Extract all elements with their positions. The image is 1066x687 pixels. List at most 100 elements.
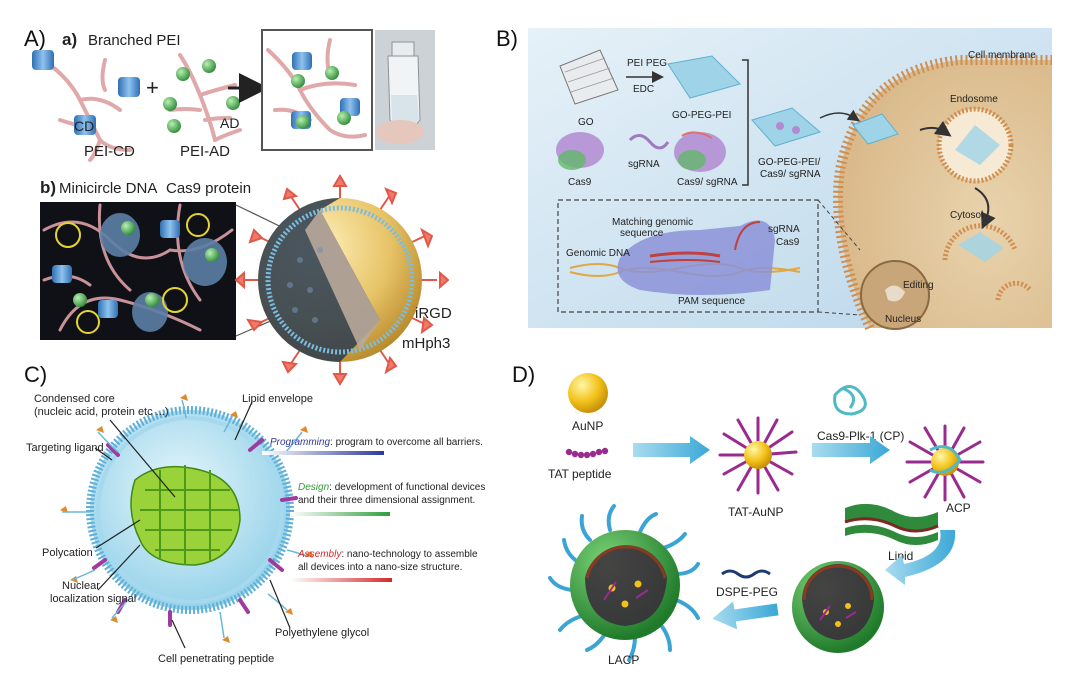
lacp-particle (548, 504, 700, 662)
label-cas9-protein: Cas9 protein (166, 180, 251, 197)
acp-particle (905, 424, 985, 502)
label-acp: ACP (946, 501, 971, 515)
panel-a: A) a) Branched PEI CD PEI-CD + (24, 26, 452, 386)
label-go-peg-pei: GO-PEG-PEI (672, 110, 731, 121)
label-pei-peg: PEI PEG (627, 58, 667, 69)
label-pam: PAM sequence (678, 296, 746, 307)
nanocomplex-zoom-box (40, 202, 301, 340)
panel-b: B) Cell membrane Endosome Cytosol Editin… (496, 26, 1052, 331)
label-polycation: Polycation (42, 547, 93, 559)
label-cas9-sgrna: Cas9/ sgRNA (677, 177, 738, 188)
label-pei-ad: PEI-AD (180, 143, 230, 160)
design-desc: : development of functional devices (329, 482, 485, 493)
programming-text: Programming: program to overcome all bar… (270, 437, 483, 448)
panel-a-sub-b: b) (40, 178, 56, 197)
sgrna-structure (628, 134, 670, 150)
cas9-protein-structure (556, 132, 604, 170)
label-complex-1: GO-PEG-PEI/ (758, 157, 820, 168)
label-mhph3: mHph3 (402, 335, 450, 352)
panel-a-sub-a: a) (62, 30, 77, 49)
bracket (742, 59, 749, 186)
crispr-inset (557, 199, 861, 316)
panel-d: D) AuNP TAT peptide TAT-AuNP Cas (512, 362, 985, 667)
bound-sheet (852, 113, 899, 145)
label-nucleus: Nucleus (885, 314, 921, 325)
adamantane-icon (163, 59, 240, 133)
pei-ad-polymer (168, 53, 242, 142)
programming-bar (262, 451, 384, 455)
label-cas9-inset: Cas9 (776, 237, 800, 248)
complex-sheet (751, 107, 822, 147)
plus-sign: + (146, 75, 159, 100)
label-cd: CD (74, 118, 94, 134)
label-peg: Polyethylene glycol (275, 627, 369, 639)
panel-a-letter: A) (24, 26, 46, 51)
label-cell-membrane: Cell membrane (968, 50, 1036, 61)
label-dspe-peg: DSPE-PEG (716, 585, 778, 599)
design-key: Design (298, 482, 330, 493)
label-condensed-core-2: (nucleic acid, protein etc ...) (34, 406, 169, 418)
cyclodextrin-icon (32, 50, 140, 135)
label-nuclear-2: localization signal (50, 593, 136, 605)
label-edc: EDC (633, 84, 654, 95)
assembly-text: Assembly: nano-technology to assemble (297, 549, 478, 560)
graphene-oxide-sheet (559, 49, 619, 105)
lipid-coated-particle (792, 561, 884, 653)
aunp-sphere (568, 373, 608, 413)
tat-aunp-particle (718, 416, 798, 495)
label-minicircle-dna: Minicircle DNA (59, 180, 157, 197)
panel-b-letter: B) (496, 26, 518, 51)
flow-arrow-4 (712, 601, 779, 630)
leader-lines (94, 401, 291, 649)
design-desc-2: and their three dimensional assignment. (298, 495, 475, 506)
flow-arrow-3 (885, 530, 956, 585)
panel-c: C) (24, 362, 485, 665)
label-complex-2: Cas9/ sgRNA (760, 169, 821, 180)
label-irgd: iRGD (415, 305, 452, 322)
label-tat-aunp: TAT-AuNP (728, 505, 784, 519)
design-bar (290, 512, 390, 516)
assembled-complex (261, 29, 373, 151)
label-aunp: AuNP (572, 419, 603, 433)
label-nuclear-1: Nuclear (62, 580, 100, 592)
label-ad: AD (220, 115, 239, 131)
assembly-desc-2: all devices into a nano-size structure. (298, 562, 463, 573)
uptake-arrow (819, 109, 860, 122)
label-cas9: Cas9 (568, 177, 592, 188)
assembly-key: Assembly (297, 549, 342, 560)
label-tat-peptide: TAT peptide (548, 467, 612, 481)
lipid-bilayer-sheet (844, 503, 939, 545)
label-genomic-dna: Genomic DNA (566, 248, 630, 259)
dspe-peg-chain-icon (721, 569, 771, 579)
label-branched-pei: Branched PEI (88, 32, 181, 49)
flow-arrow-2 (812, 436, 890, 464)
label-lipid: Lipid (888, 549, 913, 563)
label-matching-2: sequence (620, 228, 664, 239)
multifunctional-envelope (60, 394, 313, 643)
vial-photo (375, 30, 435, 150)
tat-peptide-chain (565, 447, 609, 459)
assembly-desc: : nano-technology to assemble (341, 549, 478, 560)
label-editing: Editing (903, 280, 934, 291)
assembly-bar (290, 578, 392, 582)
design-text: Design: development of functional device… (298, 482, 485, 493)
label-endosome: Endosome (950, 94, 998, 105)
label-cytosol: Cytosol (950, 210, 983, 221)
panel-c-letter: C) (24, 362, 47, 387)
label-pei-cd: PEI-CD (84, 143, 135, 160)
label-cpp: Cell penetrating peptide (158, 653, 274, 665)
go-peg-pei-sheet (667, 55, 741, 99)
label-sgrna-inset: sgRNA (768, 224, 800, 235)
irgd-nanoparticle (234, 174, 450, 386)
label-targeting-ligand: Targeting ligand (26, 442, 104, 454)
label-sgrna: sgRNA (628, 159, 660, 170)
label-lipid-envelope: Lipid envelope (242, 393, 313, 405)
programming-desc: : program to overcome all barriers. (330, 437, 483, 448)
label-cas9-plk: Cas9-Plk-1 (CP) (817, 429, 904, 443)
label-go: GO (578, 117, 594, 128)
cas9-plk1-plasmid-icon (833, 385, 867, 416)
label-lacp: LACP (608, 653, 639, 667)
panel-d-letter: D) (512, 362, 535, 387)
cas9-sgrna-complex (674, 131, 726, 172)
